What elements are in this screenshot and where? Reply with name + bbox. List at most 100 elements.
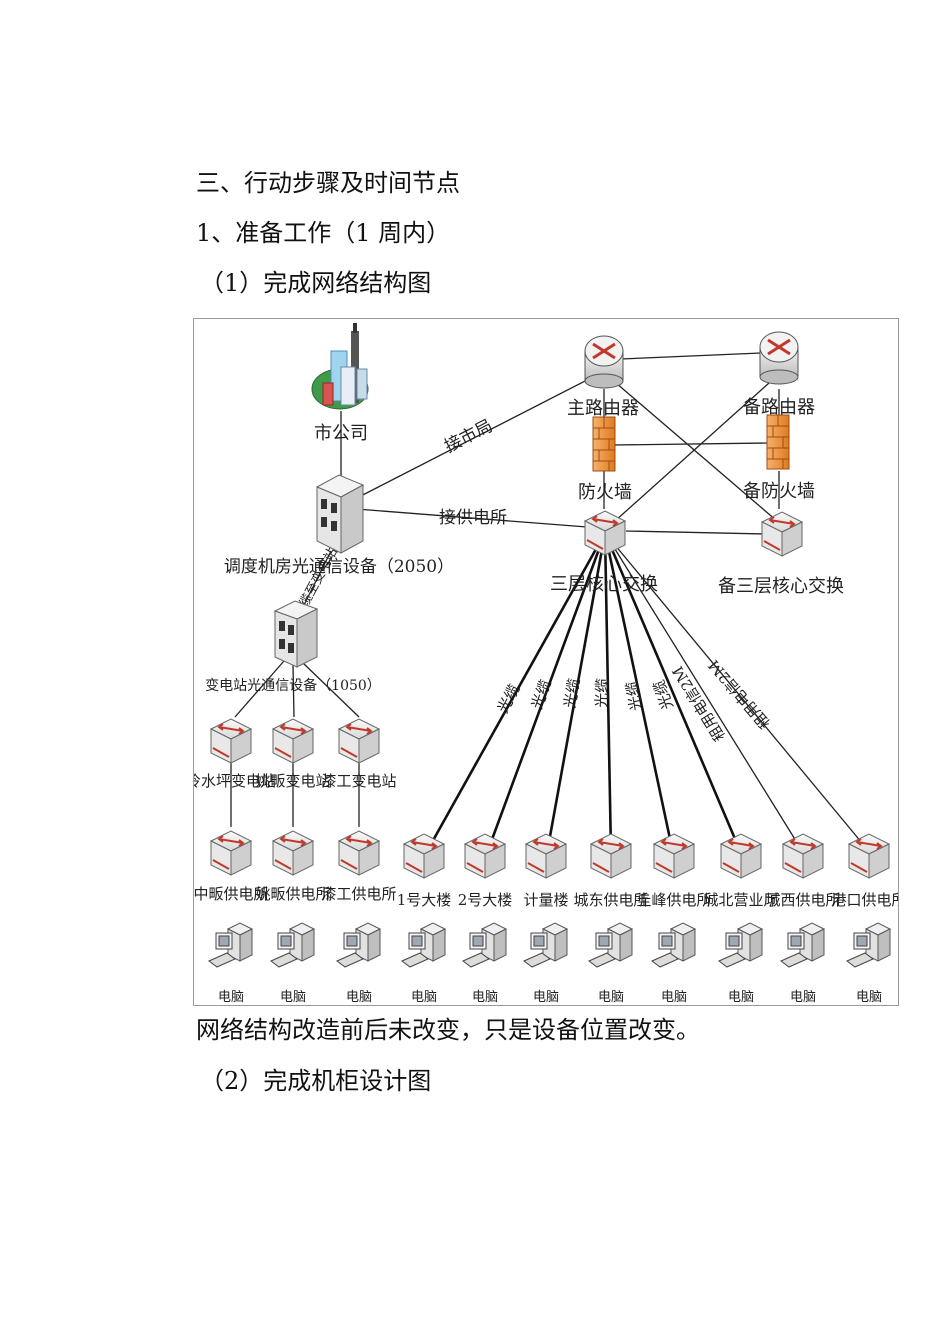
site-label: 漆工供电所	[321, 885, 396, 903]
fiber-2	[485, 532, 607, 854]
computer-icon	[208, 922, 254, 968]
switch-icon	[589, 833, 633, 879]
site-label: 计量楼	[523, 891, 568, 909]
label-dispatch-optical: 调度机房光通信设备（2050）	[224, 557, 454, 577]
site-label: 电脑	[728, 990, 754, 1005]
switch-icon	[209, 830, 253, 876]
link-routers	[620, 352, 762, 360]
switch-icon	[337, 718, 381, 764]
fiber-3	[545, 532, 607, 854]
computer-icon	[846, 922, 892, 968]
site-label: 电脑	[411, 990, 437, 1005]
switch-icon	[652, 833, 696, 879]
network-diagram: 接市局 接供电所 光缆至变电站 光缆 光缆 光缆 光缆 光缆 光缆 租用电信2M…	[193, 318, 899, 1006]
site-label: 电脑	[472, 990, 498, 1005]
site-label: 电脑	[346, 990, 372, 1005]
label-fiber-3: 光缆	[561, 677, 584, 710]
building-icon	[311, 323, 369, 410]
computer-icon	[718, 922, 764, 968]
site-label: 中畈供电所	[194, 885, 269, 903]
label-main-router: 主路由器	[567, 398, 639, 419]
label-core-switch: 三层核心交换	[550, 574, 658, 595]
section-heading: 三、行动步骤及时间节点	[196, 169, 460, 197]
note-paragraph: 网络结构改造前后未改变，只是设备位置改变。	[196, 1016, 700, 1044]
router-icon	[584, 335, 624, 389]
site-label: 电脑	[661, 990, 687, 1005]
switch-icon	[847, 833, 891, 879]
site-label: 1号大楼	[397, 891, 452, 909]
link-substation-s3	[302, 662, 360, 718]
site-label: 港口供电所	[831, 891, 898, 909]
server-icon	[315, 474, 365, 554]
fiber-6	[603, 532, 743, 854]
label-backup-router: 备路由器	[743, 397, 815, 418]
link-backup-router-core	[614, 382, 770, 522]
label-backup-core-switch: 备三层核心交换	[718, 576, 844, 597]
site-label: 姚畈变电站	[255, 772, 330, 790]
computer-icon	[401, 922, 447, 968]
label-fiber-6: 光缆	[650, 678, 677, 712]
link-core-gangkou	[604, 532, 868, 850]
site-label: 电脑	[856, 990, 882, 1005]
site-label: 电脑	[218, 990, 244, 1005]
site-label: 圭峰供电所	[636, 891, 711, 909]
link-main-router-backup-core	[615, 382, 778, 522]
site-label: 漆工变电站	[321, 772, 396, 790]
fiber-5	[603, 532, 675, 854]
label-fiber-2: 光缆	[528, 677, 555, 711]
site-label: 电脑	[598, 990, 624, 1005]
links-fiber	[424, 532, 743, 854]
switch-icon	[402, 833, 446, 879]
computer-icon	[336, 922, 382, 968]
site-label: 冷水坪变电站	[194, 772, 276, 790]
fiber-4	[603, 532, 613, 854]
site-label: 姚畈供电所	[255, 885, 330, 903]
link-fw-fw	[612, 442, 770, 446]
label-fiber-4: 光缆	[592, 678, 611, 709]
switch-icon	[463, 833, 507, 879]
firewall-icon	[592, 416, 616, 472]
label-firewall: 防火墙	[578, 482, 632, 503]
link-substation-s2	[292, 664, 295, 718]
fiber-1	[424, 532, 607, 854]
firewall-icon	[766, 414, 790, 470]
server-icon	[273, 600, 319, 668]
computer-icon	[462, 922, 508, 968]
computer-icon	[588, 922, 634, 968]
site-label: 电脑	[533, 990, 559, 1005]
site-label: 电脑	[790, 990, 816, 1005]
switch-icon	[524, 833, 568, 879]
label-to-city-bureau: 接市局	[441, 416, 496, 457]
label-backup-firewall: 备防火墙	[743, 481, 815, 502]
computers	[208, 922, 892, 968]
node-labels: 市公司 主路由器 备路由器 防火墙 备防火墙 调度机房光通信设备（2050） 三…	[205, 397, 844, 694]
label-fiber-5: 光缆	[623, 680, 646, 713]
link-dispatch-main-router	[350, 378, 590, 502]
computer-icon	[270, 922, 316, 968]
item-heading-cabinet-design: （2）完成机柜设计图	[200, 1067, 432, 1095]
switches	[209, 510, 891, 879]
label-substation-optical: 变电站光通信设备（1050）	[205, 677, 381, 694]
router-icon	[759, 331, 799, 385]
switch-icon	[209, 718, 253, 764]
switch-icon	[760, 511, 804, 557]
link-core-backup-core	[625, 530, 767, 535]
switch-icon	[583, 510, 627, 556]
switch-icon	[271, 718, 315, 764]
computer-icon	[780, 922, 826, 968]
link-labels: 接市局 接供电所 光缆至变电站 光缆 光缆 光缆 光缆 光缆 光缆 租用电信2M…	[290, 416, 774, 744]
label-to-supply-station: 接供电所	[439, 508, 507, 528]
link-core-chengxi	[604, 532, 802, 850]
site-label: 城西供电所	[765, 891, 840, 909]
item-heading-network-diagram: （1）完成网络结构图	[200, 269, 432, 297]
site-label: 2号大楼	[458, 891, 513, 909]
switch-icon	[271, 830, 315, 876]
switch-icon	[337, 830, 381, 876]
sub-heading: 1、准备工作（1 周内）	[196, 219, 451, 247]
computer-icon	[651, 922, 697, 968]
switch-icon	[719, 833, 763, 879]
computer-icon	[523, 922, 569, 968]
switch-icon	[781, 833, 825, 879]
site-label: 城北营业厅	[703, 891, 778, 909]
